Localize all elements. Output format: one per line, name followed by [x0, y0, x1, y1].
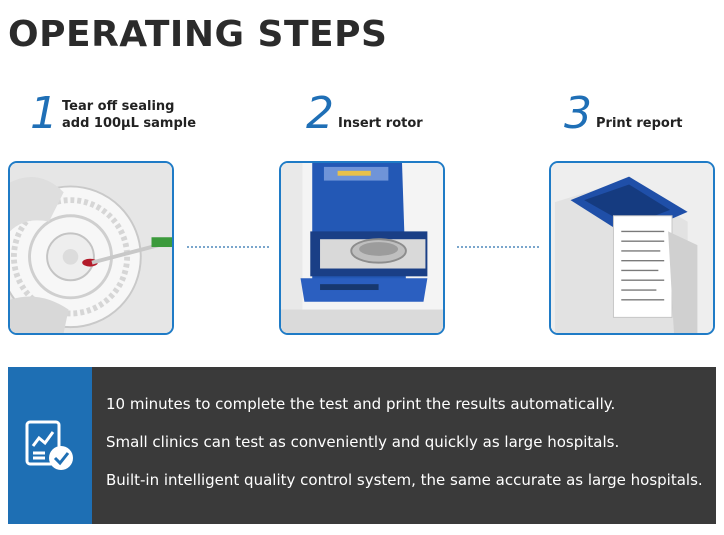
feature-item: Small clinics can test as conveniently a…	[106, 433, 620, 451]
step-3-label-line1: Print report	[596, 116, 683, 131]
features-panel: 10 minutes to complete the test and prin…	[8, 367, 716, 524]
connector-1	[187, 246, 269, 248]
features-icon-panel	[8, 367, 92, 524]
features-list: 10 minutes to complete the test and prin…	[106, 395, 703, 509]
page-title: OPERATING STEPS	[8, 14, 388, 55]
report-check-icon	[25, 420, 73, 470]
feature-item: Built-in intelligent quality control sys…	[106, 471, 703, 489]
step-2-number: 2	[306, 88, 334, 139]
step-3-image	[549, 161, 715, 335]
step-1-image	[8, 161, 174, 335]
step-2-label: Insert rotor	[338, 115, 423, 132]
step-2-label-line1: Insert rotor	[338, 116, 423, 131]
feature-item: 10 minutes to complete the test and prin…	[106, 395, 616, 413]
step-1-header: 1 Tear off sealing add 100μL sample	[30, 88, 196, 139]
step-1-label-line1: Tear off sealing	[62, 99, 175, 114]
connector-2	[457, 246, 539, 248]
step-3-number: 3	[564, 88, 592, 139]
step-1-number: 1	[30, 88, 58, 139]
step-2-header: 2 Insert rotor	[306, 88, 423, 139]
step-1-label-line2: add 100μL sample	[62, 116, 197, 131]
step-3-label: Print report	[596, 115, 682, 132]
step-2-image	[279, 161, 445, 335]
step-1-label: Tear off sealing add 100μL sample	[62, 98, 196, 132]
step-3-header: 3 Print report	[564, 88, 682, 139]
